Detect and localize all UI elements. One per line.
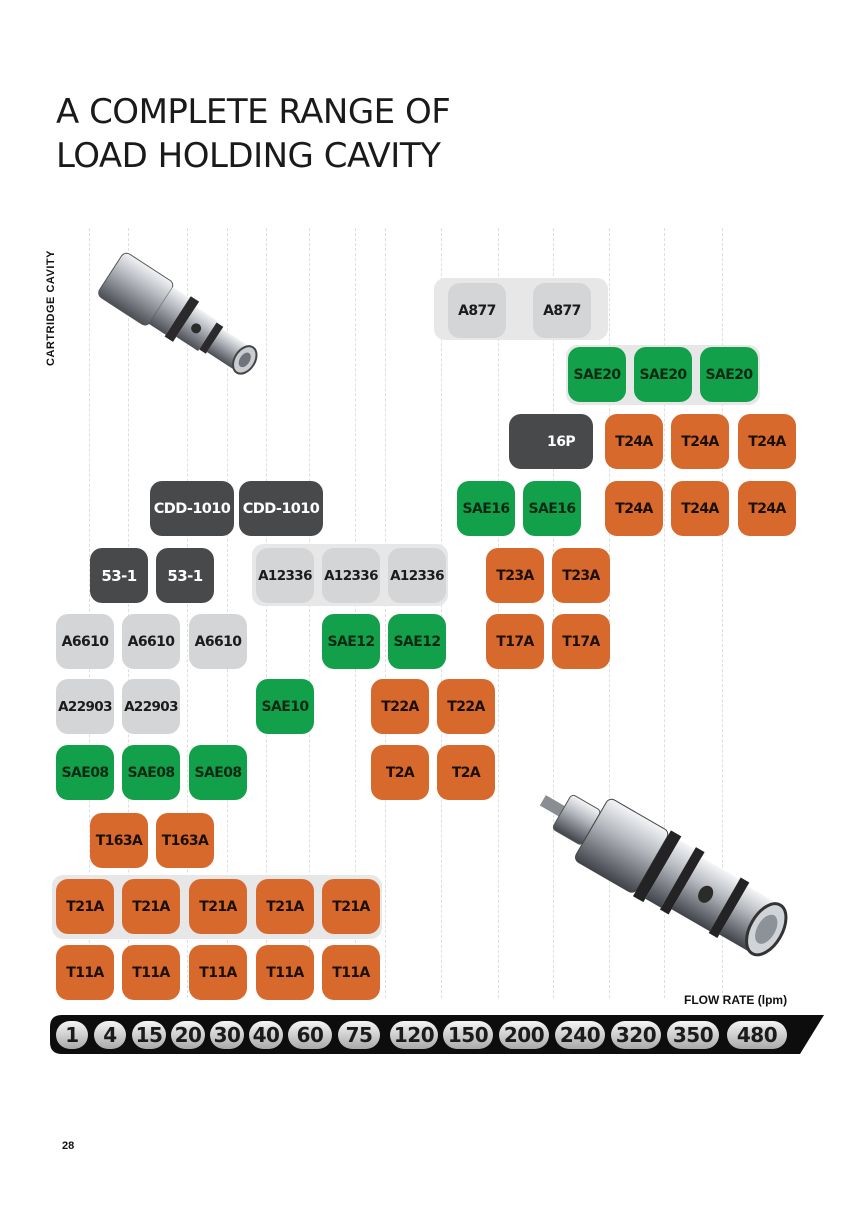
chip-sae20: SAE20 — [700, 347, 758, 402]
flow-tick: 15 — [132, 1021, 166, 1049]
guide-line — [664, 228, 665, 998]
flow-tick: 240 — [555, 1021, 605, 1049]
guide-line — [722, 228, 723, 998]
chip-a12336: A12336 — [256, 548, 314, 603]
guide-line — [89, 228, 90, 998]
flow-tick: 75 — [338, 1021, 380, 1049]
chip-t24a: T24A — [671, 414, 729, 469]
chip-sae20: SAE20 — [634, 347, 692, 402]
chip-t24a: T24A — [738, 481, 796, 536]
chip-a6610: A6610 — [189, 614, 247, 669]
chip-sae12: SAE12 — [388, 614, 446, 669]
chip-t11a: T11A — [122, 945, 180, 1000]
chip-a22903: A22903 — [122, 679, 180, 734]
chip-a6610: A6610 — [56, 614, 114, 669]
chip-t11a: T11A — [189, 945, 247, 1000]
chip-sae16: SAE16 — [523, 481, 581, 536]
y-axis-label: CARTRIDGE CAVITY — [45, 250, 57, 366]
chip-t17a: T17A — [552, 614, 610, 669]
guide-line — [266, 228, 267, 998]
chip-16p: 16P — [509, 414, 593, 469]
guide-line — [553, 228, 554, 998]
page-title: A COMPLETE RANGE OF LOAD HOLDING CAVITY — [56, 90, 451, 178]
guide-line — [441, 228, 442, 998]
chip-cdd-1010: CDD-1010 — [239, 481, 323, 536]
chip-t21a: T21A — [322, 879, 380, 934]
title-line-2: LOAD HOLDING CAVITY — [56, 136, 441, 176]
chip-a12336: A12336 — [388, 548, 446, 603]
flow-tick: 60 — [288, 1021, 332, 1049]
chip-t11a: T11A — [56, 945, 114, 1000]
chip-t17a: T17A — [486, 614, 544, 669]
flow-tick: 200 — [499, 1021, 549, 1049]
guide-line — [187, 228, 188, 998]
page-number: 28 — [62, 1140, 75, 1152]
chip-a22903: A22903 — [56, 679, 114, 734]
chip-t2a: T2A — [371, 745, 429, 800]
title-line-1: A COMPLETE RANGE OF — [56, 92, 451, 132]
chip-sae08: SAE08 — [122, 745, 180, 800]
flow-tick: 120 — [390, 1021, 438, 1049]
chip-53-1: 53-1 — [90, 548, 148, 603]
flow-tick: 350 — [667, 1021, 719, 1049]
flow-tick: 320 — [611, 1021, 661, 1049]
flow-tick: 480 — [727, 1021, 787, 1049]
chip-cdd-1010: CDD-1010 — [150, 481, 234, 536]
chip-t23a: T23A — [552, 548, 610, 603]
chip-a877: A877 — [448, 283, 506, 338]
chip-t23a: T23A — [486, 548, 544, 603]
x-axis-label: FLOW RATE (lpm) — [684, 993, 788, 1007]
flow-tick: 40 — [249, 1021, 283, 1049]
flow-tick: 4 — [94, 1021, 126, 1049]
chip-t22a: T22A — [437, 679, 495, 734]
chip-sae12: SAE12 — [322, 614, 380, 669]
flow-tick: 150 — [443, 1021, 493, 1049]
chip-t2a: T2A — [437, 745, 495, 800]
chip-a12336: A12336 — [322, 548, 380, 603]
flow-tick: 1 — [56, 1021, 88, 1049]
chip-t24a: T24A — [738, 414, 796, 469]
chip-sae08: SAE08 — [189, 745, 247, 800]
guide-line — [609, 228, 610, 998]
guide-line — [309, 228, 310, 998]
guide-line — [355, 228, 356, 998]
guide-line — [128, 228, 129, 998]
chip-a877: A877 — [533, 283, 591, 338]
guide-line — [227, 228, 228, 998]
guide-line — [498, 228, 499, 998]
chip-t163a: T163A — [90, 813, 148, 868]
chip-sae10: SAE10 — [256, 679, 314, 734]
chip-t24a: T24A — [605, 414, 663, 469]
cartridge-valve-image — [98, 252, 258, 375]
chip-sae16: SAE16 — [457, 481, 515, 536]
chip-t21a: T21A — [56, 879, 114, 934]
chip-t21a: T21A — [122, 879, 180, 934]
guide-line — [385, 228, 386, 998]
flow-tick: 20 — [171, 1021, 205, 1049]
chip-53-1: 53-1 — [156, 548, 214, 603]
chip-t163a: T163A — [156, 813, 214, 868]
flow-tick: 30 — [210, 1021, 244, 1049]
chip-t21a: T21A — [256, 879, 314, 934]
chip-t24a: T24A — [605, 481, 663, 536]
chip-t24a: T24A — [671, 481, 729, 536]
chip-t22a: T22A — [371, 679, 429, 734]
chip-t21a: T21A — [189, 879, 247, 934]
chip-a6610: A6610 — [122, 614, 180, 669]
chip-t11a: T11A — [256, 945, 314, 1000]
chip-sae08: SAE08 — [56, 745, 114, 800]
chip-t11a: T11A — [322, 945, 380, 1000]
chip-sae20: SAE20 — [568, 347, 626, 402]
cartridge-valve-image-large — [539, 794, 788, 957]
